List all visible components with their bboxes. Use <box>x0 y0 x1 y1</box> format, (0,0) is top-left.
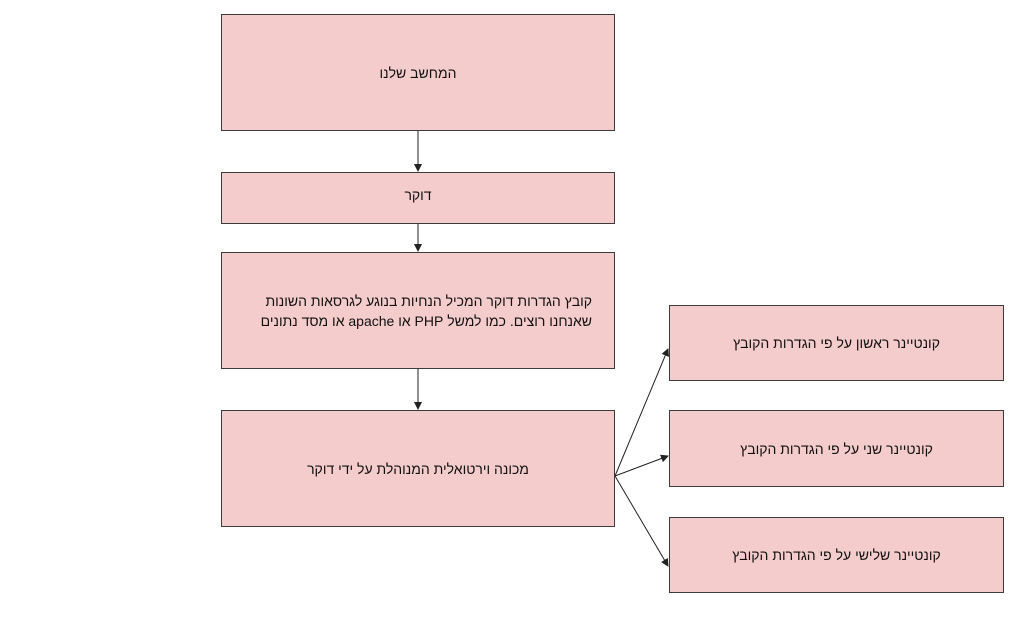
node-virtual-machine: מכונה וירטואלית המנוהלת על ידי דוקר <box>221 410 615 527</box>
node-virtual-machine-label: מכונה וירטואלית המנוהלת על ידי דוקר <box>307 460 529 477</box>
edge-vm-to-container3 <box>614 475 669 567</box>
node-container-second: קונטיינר שני על פי הגדרות הקובץ <box>669 410 1004 487</box>
node-container-third-label: קונטיינר שלישי על פי הגדרות הקובץ <box>732 547 941 563</box>
node-container-first: קונטיינר ראשון על פי הגדרות הקובץ <box>669 305 1004 381</box>
node-docker: דוקר <box>221 172 615 224</box>
node-dockerfile: קובץ הגדרות דוקר המכיל הנחיות בנוגע לגרס… <box>221 252 615 369</box>
node-our-computer-label: המחשב שלנו <box>379 64 457 81</box>
node-docker-label: דוקר <box>404 187 432 203</box>
node-our-computer: המחשב שלנו <box>221 14 615 131</box>
edge-vm-to-container1 <box>614 348 669 477</box>
node-dockerfile-label: קובץ הגדרות דוקר המכיל הנחיות בנוגע לגרס… <box>260 292 592 329</box>
edge-vm-to-container2 <box>614 454 669 477</box>
node-container-second-label: קונטיינר שני על פי הגדרות הקובץ <box>740 440 933 457</box>
node-container-first-label: קונטיינר ראשון על פי הגדרות הקובץ <box>733 335 940 351</box>
node-container-third: קונטיינר שלישי על פי הגדרות הקובץ <box>669 517 1004 593</box>
